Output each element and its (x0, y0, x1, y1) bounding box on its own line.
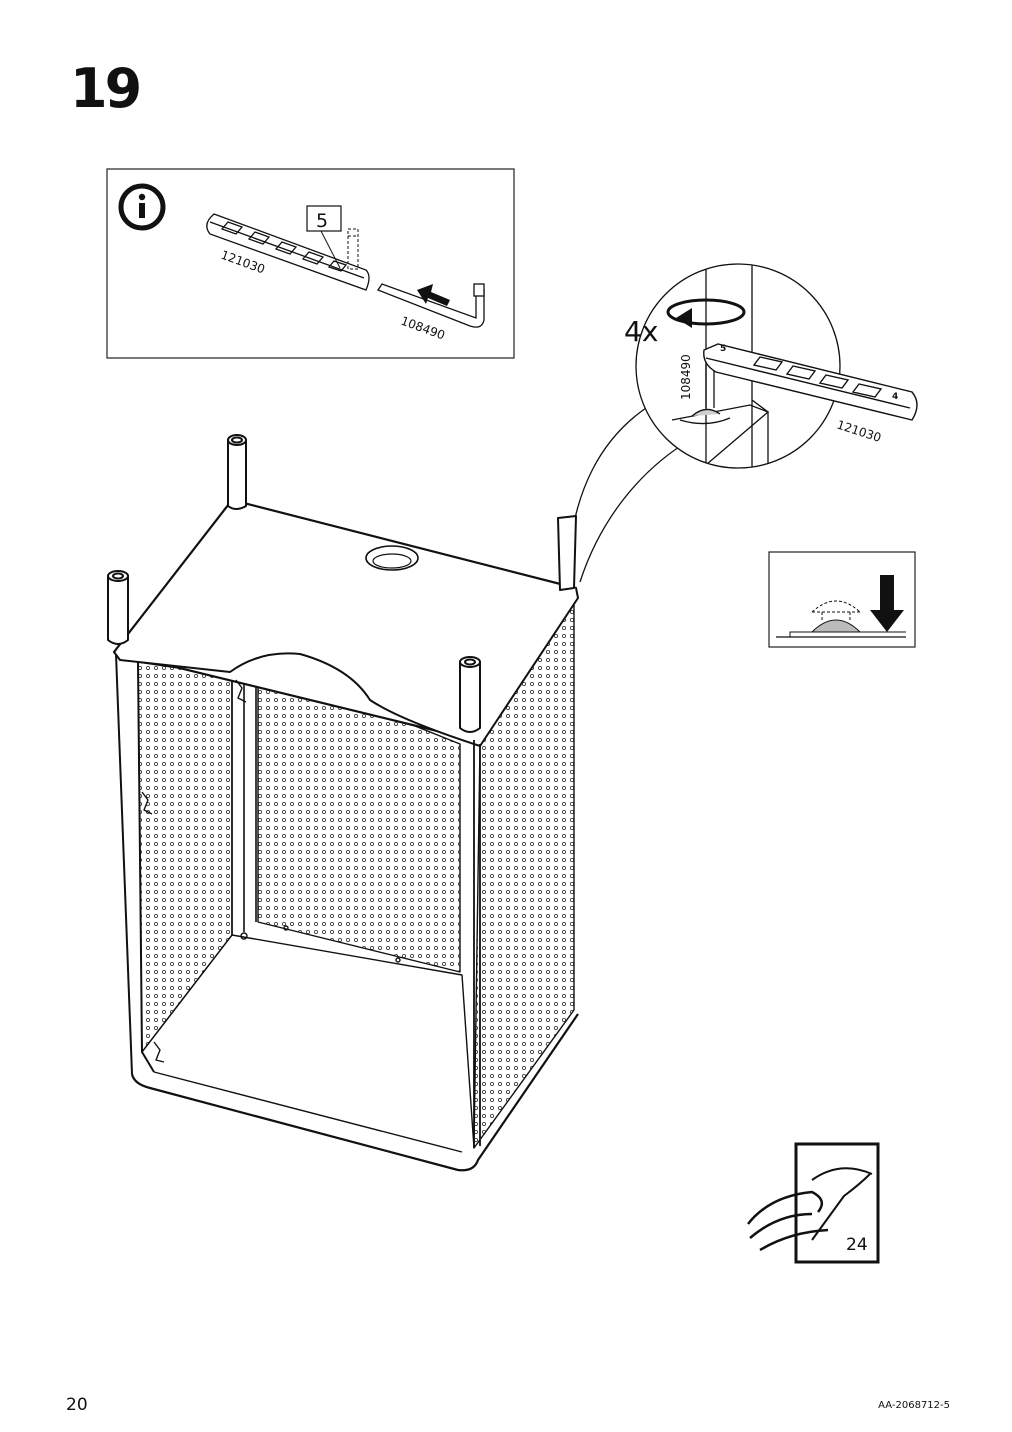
detail-bracket-number: 121030 (835, 418, 883, 445)
quantity-box (306, 205, 342, 232)
detail-bracket (703, 343, 918, 421)
cabinet (107, 434, 579, 1172)
quantity-label: 5 (316, 210, 328, 232)
hex-key (377, 283, 485, 328)
info-icon (118, 183, 166, 231)
pin-ghost (347, 228, 359, 270)
detail-pin-number: 108490 (679, 354, 693, 400)
multiplier-label: 4x (624, 315, 658, 348)
bracket-mark-left: 5 (720, 344, 726, 354)
bracket-mark-right: 4 (892, 392, 898, 402)
document-id: AA-2068712-5 (878, 1400, 950, 1411)
page-turn-ref: 24 (846, 1235, 868, 1255)
step-number: 19 (70, 57, 142, 120)
press-down-box (768, 551, 916, 648)
arrow-down-icon (870, 575, 904, 632)
detail-circle: 5 4 (635, 263, 918, 469)
page-turn-icon (747, 1142, 880, 1264)
page-number: 20 (66, 1395, 88, 1415)
info-box: 121030 5 108490 (106, 168, 515, 359)
arrow-left-icon (417, 284, 450, 306)
bracket-part (206, 213, 370, 291)
rotate-arrow-icon (666, 298, 746, 328)
